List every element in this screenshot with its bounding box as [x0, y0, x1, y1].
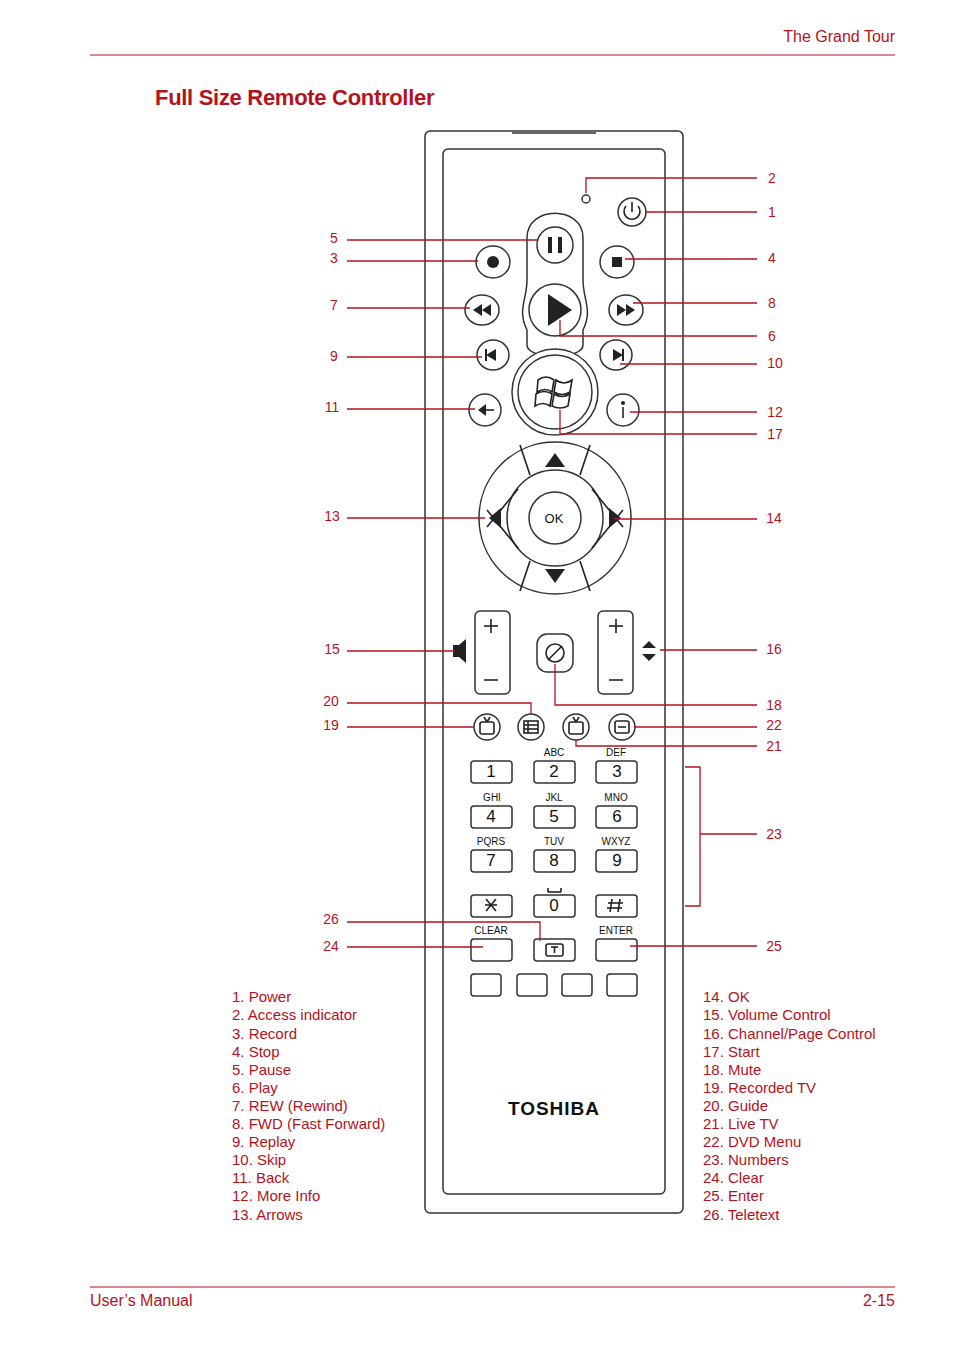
legend-item: 7. REW (Rewind): [232, 1097, 348, 1114]
callout-number: 25: [766, 938, 782, 954]
legend-item: 20. Guide: [703, 1097, 768, 1114]
button-label: 8: [549, 851, 558, 871]
legend-item: 25. Enter: [703, 1187, 764, 1204]
callout-number: 1: [768, 204, 776, 220]
callout-number: 3: [330, 250, 338, 266]
button-label: 6: [612, 807, 621, 827]
legend-item: 2. Access indicator: [232, 1006, 357, 1023]
callout-number: 8: [768, 295, 776, 311]
legend-item: 10. Skip: [232, 1151, 286, 1168]
callout-number: 15: [324, 641, 340, 657]
page-number: 2-15: [863, 1292, 895, 1310]
legend-item: 26. Teletext: [703, 1206, 779, 1223]
legend-item: 21. Live TV: [703, 1115, 779, 1132]
legend-item: 12. More Info: [232, 1187, 320, 1204]
callout-number: 4: [768, 250, 776, 266]
footer-text: User’s Manual: [90, 1292, 193, 1310]
legend-item: 23. Numbers: [703, 1151, 789, 1168]
button-label: TUV: [544, 836, 564, 848]
legend-item: 13. Arrows: [232, 1206, 303, 1223]
button-label: WXYZ: [602, 836, 631, 848]
legend-item: 18. Mute: [703, 1061, 761, 1078]
legend-item: 22. DVD Menu: [703, 1133, 801, 1150]
callout-number: 23: [766, 826, 782, 842]
button-label: 4: [486, 807, 495, 827]
legend-item: 9. Replay: [232, 1133, 295, 1150]
button-label: DEF: [606, 747, 626, 759]
button-label: 3: [612, 762, 621, 782]
button-label: 0: [549, 896, 558, 916]
button-label: 7: [486, 851, 495, 871]
legend-item: 17. Start: [703, 1043, 760, 1060]
callout-number: 11: [325, 399, 340, 415]
button-label: PQRS: [477, 836, 505, 848]
legend-item: 4. Stop: [232, 1043, 280, 1060]
legend-item: 15. Volume Control: [703, 1006, 831, 1023]
callout-number: 21: [766, 738, 782, 754]
button-label: GHI: [483, 792, 501, 804]
button-label: CLEAR: [474, 925, 507, 937]
callout-number: 26: [323, 911, 339, 927]
legend-item: 3. Record: [232, 1025, 297, 1042]
legend-item: 1. Power: [232, 988, 291, 1005]
callout-number: 16: [766, 641, 782, 657]
legend-item: 24. Clear: [703, 1169, 764, 1186]
legend-item: 11. Back: [232, 1169, 289, 1186]
running-header: The Grand Tour: [783, 28, 895, 46]
callout-number: 6: [768, 328, 776, 344]
callout-number: 5: [330, 230, 338, 246]
callout-number: 18: [766, 697, 782, 713]
legend-item: 14. OK: [703, 988, 750, 1005]
callout-number: 17: [767, 426, 783, 442]
button-label: ENTER: [599, 925, 633, 937]
callout-number: 9: [330, 348, 338, 364]
callout-number: 7: [330, 297, 338, 313]
callout-number: 10: [767, 355, 783, 371]
page-title: Full Size Remote Controller: [155, 85, 434, 110]
callout-number: 22: [766, 717, 782, 733]
callout-number: 13: [324, 508, 340, 524]
legend-item: 5. Pause: [232, 1061, 291, 1078]
button-label: 5: [549, 807, 558, 827]
legend-item: 16. Channel/Page Control: [703, 1025, 876, 1042]
button-label: 1: [486, 762, 495, 782]
button-label: ABC: [544, 747, 565, 759]
legend-item: 19. Recorded TV: [703, 1079, 816, 1096]
button-label: 2: [549, 762, 558, 782]
legend-item: 8. FWD (Fast Forward): [232, 1115, 385, 1132]
callout-number: 20: [323, 693, 339, 709]
button-label: MNO: [604, 792, 627, 804]
legend-item: 6. Play: [232, 1079, 278, 1096]
brand-logo: TOSHIBA: [508, 1098, 600, 1120]
button-label: OK: [545, 512, 564, 527]
callout-number: 14: [766, 510, 782, 526]
callout-number: 24: [323, 938, 339, 954]
button-label: JKL: [545, 792, 562, 804]
callout-number: 12: [767, 404, 783, 420]
callout-number: 2: [768, 170, 776, 186]
callout-number: 19: [323, 717, 339, 733]
button-label: 9: [612, 851, 621, 871]
